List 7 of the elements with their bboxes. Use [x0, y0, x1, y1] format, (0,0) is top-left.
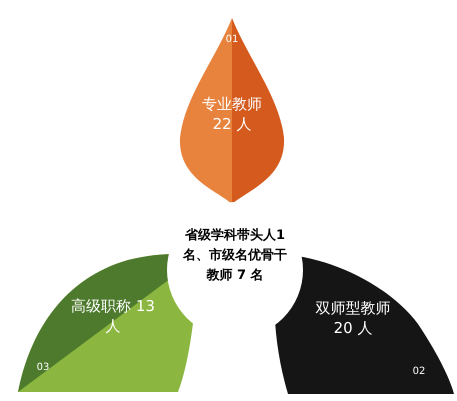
petal-label: 专业教师 22 人	[201, 94, 263, 134]
number-label: 01	[224, 34, 240, 45]
number-label: 02	[412, 366, 426, 377]
number-label: 03	[36, 362, 50, 373]
center-text: 省级学科带头人1 名、市级名优骨干教师 7 名	[182, 227, 288, 285]
petal-label: 双师型教师 20 人	[314, 298, 392, 338]
petal-label: 高级职称 13 人	[70, 296, 156, 336]
